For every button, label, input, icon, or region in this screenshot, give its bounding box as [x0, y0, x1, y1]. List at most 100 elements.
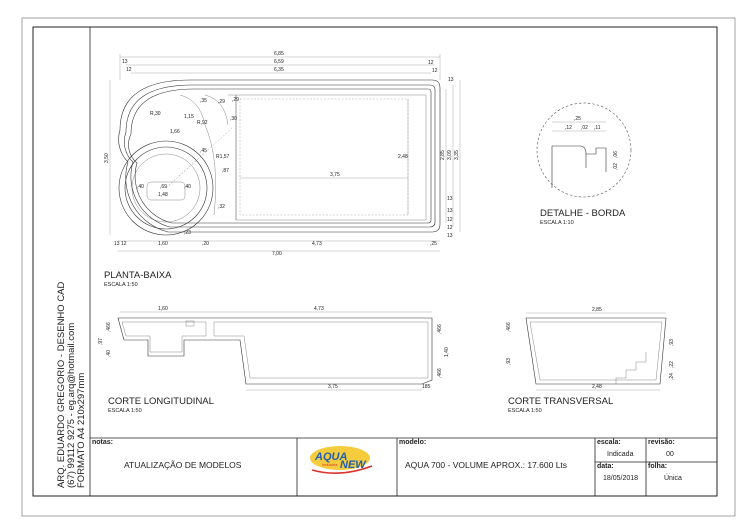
detail-dim-c: ,11	[594, 125, 601, 131]
title-block: notas: ATUALIZAÇÃO DE MODELOS AQUA NEW I…	[90, 437, 717, 496]
dim-r2: 3,09	[447, 150, 453, 160]
detail-dim-h1: ,06	[613, 151, 619, 158]
dim-top3: 6,35	[274, 67, 284, 73]
dim-rs1: 13	[447, 196, 453, 202]
dim-rs3: 12	[447, 217, 453, 223]
dim-b20: ,20	[202, 241, 209, 247]
long-dim-185: 185	[422, 384, 431, 390]
dim-tr1: 12	[428, 60, 434, 66]
dim-r1: 2,85	[440, 150, 446, 160]
dim-23: ,23	[184, 230, 191, 236]
dim-29b: ,29	[232, 97, 239, 103]
notes-label: notas:	[92, 439, 113, 446]
dim-248: 2,48	[398, 154, 408, 160]
long-dim-466b: ,466	[437, 324, 443, 334]
dim-total: 7,00	[272, 251, 282, 257]
long-section-title: CORTE LONGITUDINAL	[108, 396, 214, 407]
detail-circle	[536, 102, 632, 198]
dim-115: 1,15	[184, 114, 194, 120]
dim-r157: R1,57	[216, 154, 230, 160]
long-section-view: 1,60 4,73 ,97 ,40 ,466 ,466 1,40 ,466 3,…	[98, 306, 450, 414]
long-dim-375: 3,75	[328, 384, 338, 390]
detail-profile	[551, 145, 607, 188]
scale-label: escala:	[597, 439, 621, 446]
dim-166: 1,66	[170, 129, 180, 135]
dim-35: ,35	[200, 98, 207, 104]
long-dim-466c: ,466	[437, 368, 443, 378]
cross-dim-93b: ,93	[669, 339, 675, 346]
step-arc-1	[179, 94, 206, 126]
dim-top1: 6,85	[274, 51, 284, 57]
dim-tl2: 12	[126, 67, 132, 73]
date-value: 18/05/2018	[603, 475, 638, 482]
sheet-value: Única	[664, 473, 682, 482]
cross-dim-24: ,24	[669, 373, 675, 380]
logo-wave	[311, 465, 373, 474]
spa-circle-outer	[118, 140, 214, 236]
dim-r3: 3,35	[454, 150, 460, 160]
spa-circle-mid	[124, 146, 208, 230]
detail-dim-a: ,12	[565, 125, 572, 131]
dim-tr3: 13	[448, 77, 454, 83]
outer-border	[21, 17, 736, 517]
cross-section-outline	[525, 317, 667, 385]
dim-b2: 12	[121, 241, 127, 247]
long-dim-140: 1,40	[444, 347, 450, 357]
dim-87: ,87	[222, 168, 229, 174]
dim-40b: ,40	[184, 184, 191, 190]
side-label: ARQ. EDUARDO GREGORIO - DESENHO CAD (67)…	[56, 281, 87, 488]
dim-left: 3,50	[104, 153, 110, 163]
long-dim-40: ,40	[106, 350, 112, 357]
long-dim-473: 4,73	[314, 306, 324, 312]
notes-value: ATUALIZAÇÃO DE MODELOS	[124, 460, 242, 470]
plan-view: 6,85 6,59 6,35 13 12 12 12 13 R,30 ,35 ,…	[104, 51, 461, 288]
dim-rs5: 13	[447, 233, 453, 239]
cross-section-view: 2,85 2,48 ,466 ,93 ,93 ,24 ,22 CORTE TRA…	[506, 307, 675, 414]
spa-seat	[146, 181, 186, 201]
cross-dim-285: 2,85	[592, 307, 602, 313]
inner-border	[32, 26, 718, 497]
plan-scale: ESCALA 1:50	[104, 282, 138, 288]
long-section-pool	[213, 321, 429, 379]
long-section-spa	[121, 321, 207, 353]
cross-dim-93: ,93	[506, 358, 512, 365]
cross-dim-466: ,466	[506, 322, 512, 332]
long-dim-160: 1,60	[158, 306, 168, 312]
dim-r92: R,92	[197, 120, 208, 126]
pool-outline-outer	[118, 79, 441, 233]
cross-section-inner	[529, 321, 663, 381]
dim-45: ,45	[200, 148, 207, 154]
dim-b25: ,25	[430, 241, 437, 247]
logo-tag: Indústria	[322, 462, 338, 467]
paper-format: FORMATO A4 210x297mm	[76, 373, 87, 488]
long-section-outline	[117, 317, 433, 385]
cross-dim-248: 2,48	[592, 384, 602, 390]
long-dim-97: ,97	[98, 338, 104, 345]
pool-outline-inner	[128, 88, 432, 224]
dim-top2: 6,59	[274, 59, 284, 65]
architect-contact: (67) 99112 9275 - eg.arq@hotmail.com	[66, 323, 77, 488]
logo-word-new: NEW	[340, 459, 367, 471]
step-arc-2	[204, 94, 229, 126]
dim-32: ,32	[218, 204, 225, 210]
dim-b160: 1,60	[158, 241, 168, 247]
dim-b1: 13	[114, 241, 120, 247]
model-label: modelo:	[399, 439, 426, 446]
long-section-scale: ESCALA 1:50	[108, 408, 142, 414]
detail-dim-h2: ,02	[613, 163, 619, 170]
cross-section-steps	[615, 352, 647, 384]
cross-section-scale: ESCALA 1:50	[508, 408, 542, 414]
revision-value: 00	[666, 451, 674, 458]
model-value: AQUA 700 - VOLUME APROX.: 17.600 Lts	[405, 460, 567, 470]
floor-dashed	[239, 98, 409, 216]
long-dim-466a: ,466	[106, 322, 112, 332]
plan-title: PLANTA-BAIXA	[104, 270, 172, 281]
date-label: data:	[597, 463, 614, 470]
dim-148: 1,48	[158, 192, 168, 198]
dim-r30: R,30	[150, 111, 161, 117]
radius-guide-2	[165, 127, 233, 189]
dim-40a: ,40	[137, 184, 144, 190]
revision-label: revisão:	[648, 439, 675, 446]
dim-69: ,69	[160, 184, 167, 190]
